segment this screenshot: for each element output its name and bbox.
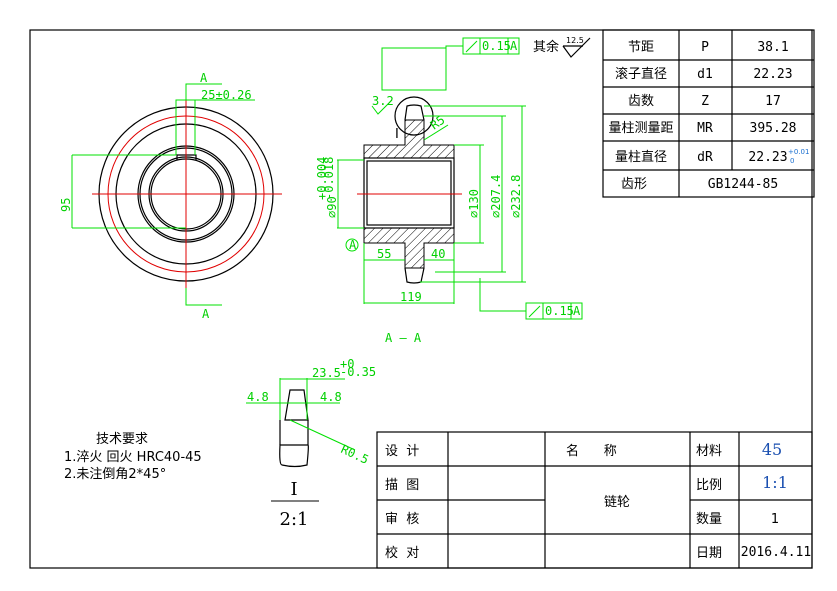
tech-req-title: 技术要求 bbox=[96, 432, 148, 447]
param-name: 量柱直径 bbox=[615, 150, 667, 165]
svg-text:-0.35: -0.35 bbox=[340, 365, 376, 379]
material-value: 45 bbox=[762, 440, 782, 459]
bore-diameter-dim: ⌀90 bbox=[325, 196, 339, 218]
part-name: 链轮 bbox=[604, 495, 630, 510]
param-value: 395.28 bbox=[750, 121, 797, 136]
param-symbol: dR bbox=[697, 150, 713, 165]
svg-text:+0.004: +0.004 bbox=[315, 157, 329, 200]
section-mark: A bbox=[202, 307, 210, 321]
param-value: 22.23 bbox=[753, 67, 792, 82]
svg-text:-0.018: -0.018 bbox=[322, 157, 336, 200]
param-symbol: P bbox=[701, 40, 709, 55]
svg-text:0.15: 0.15 bbox=[482, 39, 511, 53]
param-value: 38.1 bbox=[757, 40, 788, 55]
param-value: 17 bbox=[765, 94, 781, 109]
runout-arrow-icon bbox=[465, 40, 478, 53]
surface-rest-value: 12.5 bbox=[566, 36, 584, 45]
param-name: 量柱测量距 bbox=[608, 121, 673, 136]
svg-text:0.15: 0.15 bbox=[545, 304, 574, 318]
chamfer-left-dim: 4.8 bbox=[247, 390, 269, 404]
label-name: 名 称 bbox=[566, 443, 617, 459]
param-name: 齿形 bbox=[621, 177, 647, 192]
date-value: 2016.4.11 bbox=[741, 545, 811, 560]
svg-text:R0.5: R0.5 bbox=[339, 442, 371, 467]
tech-req-item: 1.淬火 回火 HRC40-45 bbox=[64, 450, 202, 465]
chamfer-right-dim: 4.8 bbox=[320, 390, 342, 404]
params-table: 节距 P 38.1 滚子直径 d1 22.23 齿数 Z 17 量柱测量距 MR… bbox=[602, 29, 815, 198]
section-view-sprocket: I ⌀130 ⌀207.4 ⌀232.8 ⌀90 +0.004 -0.018 A… bbox=[315, 94, 526, 345]
root-diameter-dim: ⌀207.4 bbox=[489, 175, 503, 218]
roughness-symbol-icon bbox=[562, 37, 591, 58]
tip-diameter-dim: ⌀232.8 bbox=[509, 175, 523, 218]
tol-lower: 0 bbox=[790, 157, 794, 165]
detail-view: 23.5 +0 -0.35 4.8 4.8 R0.5 I 2:1 bbox=[246, 357, 376, 530]
runout-arrow-icon bbox=[528, 305, 541, 318]
param-name: 节距 bbox=[628, 40, 654, 55]
svg-text:A: A bbox=[573, 304, 581, 318]
param-name: 齿数 bbox=[628, 94, 654, 109]
label-design: 设 计 bbox=[385, 444, 419, 459]
detail-mark: I bbox=[395, 127, 399, 142]
label-review: 审 核 bbox=[385, 512, 419, 527]
label-scale: 比例 bbox=[696, 478, 722, 493]
tol-upper: +0.01 bbox=[788, 148, 809, 156]
front-view-sprocket: A A 25±0.26 95 bbox=[59, 71, 282, 321]
label-date: 日期 bbox=[696, 546, 722, 561]
keyway-width-dim: 25±0.26 bbox=[201, 88, 252, 102]
radius-dim: R5 bbox=[428, 113, 448, 133]
label-qty: 数量 bbox=[696, 512, 722, 527]
tech-req-item: 2.未注倒角2*45° bbox=[64, 467, 166, 482]
label-draw: 描 图 bbox=[385, 478, 419, 493]
detail-scale: 2:1 bbox=[280, 509, 309, 530]
tolerance-frame: 0.15 A bbox=[479, 278, 583, 320]
svg-text:A: A bbox=[510, 39, 518, 53]
qty-value: 1 bbox=[771, 512, 779, 527]
svg-text:A: A bbox=[349, 238, 357, 252]
scale-value: 1:1 bbox=[762, 473, 788, 492]
title-block: 设 计 描 图 审 核 校 对 名 称 链轮 材料 45 比例 1:1 数量 1… bbox=[376, 431, 813, 569]
detail-label: I bbox=[290, 479, 297, 500]
param-value: 22.23 bbox=[748, 150, 787, 165]
section-title: A — A bbox=[385, 331, 422, 345]
label-material: 材料 bbox=[696, 444, 722, 459]
param-symbol: Z bbox=[701, 94, 709, 109]
length-55-dim: 55 bbox=[377, 247, 391, 261]
hub-diameter-dim: ⌀130 bbox=[467, 189, 481, 218]
keyway-depth-dim: 95 bbox=[59, 198, 73, 212]
length-119-dim: 119 bbox=[400, 290, 422, 304]
param-symbol: d1 bbox=[697, 67, 713, 82]
param-name: 滚子直径 bbox=[615, 66, 667, 82]
length-40-dim: 40 bbox=[431, 247, 445, 261]
tolerance-frame: 0.15 A bbox=[381, 37, 520, 91]
datum-a-marker bbox=[345, 238, 359, 252]
label-check: 校 对 bbox=[385, 545, 419, 561]
svg-text:+0: +0 bbox=[340, 357, 354, 371]
param-symbol: MR bbox=[697, 121, 713, 136]
section-mark: A bbox=[200, 71, 208, 85]
detail-width-dim: 23.5 bbox=[312, 366, 341, 380]
roughness-value: 3.2 bbox=[372, 94, 394, 108]
surface-rest-label: 其余 bbox=[533, 39, 559, 55]
param-value: GB1244-85 bbox=[708, 177, 778, 192]
